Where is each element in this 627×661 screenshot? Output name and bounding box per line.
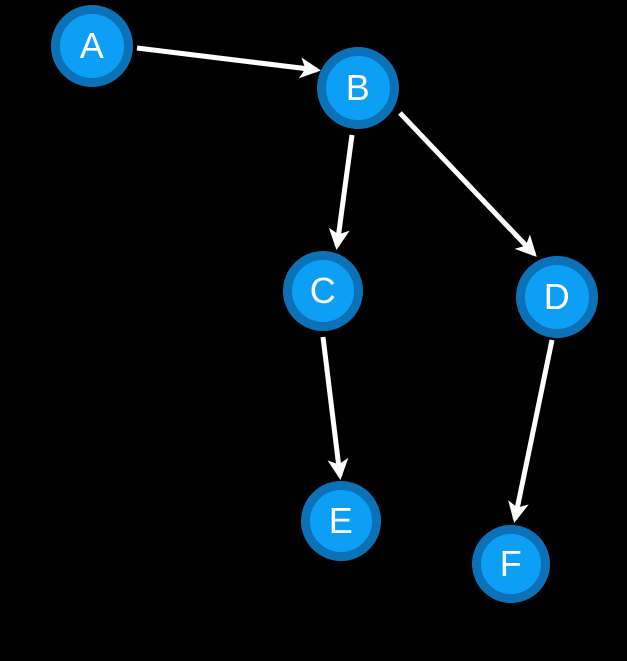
node-label-f: F <box>499 543 523 584</box>
node-label-a: A <box>79 25 105 66</box>
node-label-c: C <box>309 270 337 311</box>
graph-edge-d-f <box>508 339 555 523</box>
graph-edge-a-b <box>136 45 321 79</box>
graph-node-c[interactable]: C <box>283 251 363 331</box>
node-label-b: B <box>345 67 371 108</box>
graph-edge-b-d <box>398 111 537 257</box>
graph-node-e[interactable]: E <box>301 481 381 561</box>
graph-node-a[interactable]: A <box>51 5 133 87</box>
graph-edge-c-e <box>320 336 349 480</box>
graph-node-b[interactable]: B <box>317 47 399 129</box>
graph-edge-b-c <box>328 134 355 250</box>
node-label-d: D <box>543 276 571 317</box>
graph-node-f[interactable]: F <box>472 525 550 603</box>
edge-group <box>136 45 555 523</box>
node-label-e: E <box>328 500 354 541</box>
graph-node-d[interactable]: D <box>516 256 598 338</box>
